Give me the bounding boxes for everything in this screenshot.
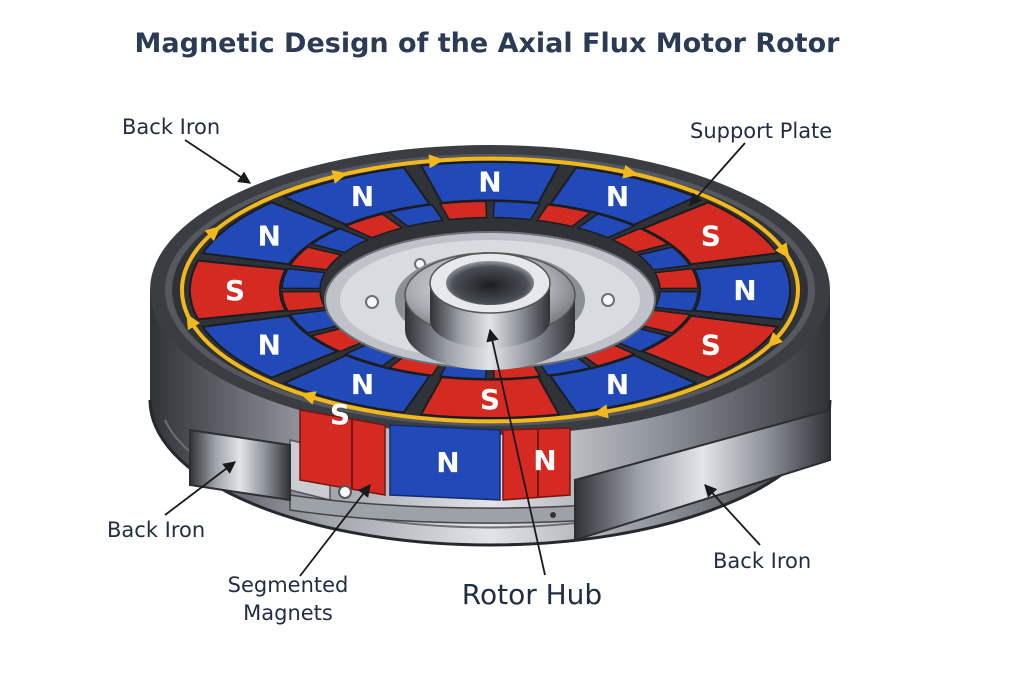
callout-support-plate (689, 142, 746, 206)
pole-label: N (351, 368, 374, 401)
inner-magnet-segment (610, 227, 670, 254)
bolt-hole-icon (365, 295, 379, 309)
magnet-segment (548, 166, 699, 226)
inner-magnet-segment (387, 203, 445, 228)
back-iron-right-block (574, 408, 831, 542)
flux-arrow-icon (204, 225, 221, 242)
magnet-segment (692, 259, 791, 321)
magnet-segment (548, 354, 699, 414)
pole-label: N (351, 180, 374, 213)
cutaway-pole-s: S (330, 398, 350, 431)
pole-label: N (257, 328, 280, 361)
pole-label: N (478, 165, 501, 198)
inner-magnet-segment (576, 213, 637, 239)
label-segmented-magnets-line1: Segmented (228, 573, 349, 597)
inner-magnet-segment (535, 203, 593, 228)
callout-back-iron-top (184, 139, 252, 184)
pole-label: S (225, 274, 245, 307)
magnet-segment (200, 201, 340, 266)
pole-label: N (733, 274, 756, 307)
inner-magnet-segment (310, 227, 370, 254)
pole-label: S (701, 328, 721, 361)
magnet-segment (640, 201, 780, 266)
inner-magnet-segment (653, 267, 699, 290)
callout-back-iron-left (164, 461, 237, 516)
magnet-segment (281, 166, 432, 226)
inner-magnet-segment (343, 213, 404, 239)
flux-arrow-icon (592, 404, 609, 419)
inner-magnet-segment (281, 290, 327, 313)
inner-magnet-segment (281, 267, 327, 290)
label-back-iron-left: Back Iron (107, 518, 205, 542)
bolt-hole-icon (338, 485, 352, 499)
flux-arrow-icon (300, 391, 317, 405)
inner-magnet-segment (637, 246, 692, 271)
magnet-segment (200, 314, 340, 379)
magnet-segment (189, 259, 288, 321)
pole-label: S (480, 383, 500, 416)
flux-arrow-icon (622, 164, 639, 179)
bolt-hole-icon (601, 293, 615, 307)
flux-arrow-icon (428, 154, 445, 169)
label-back-iron-right: Back Iron (713, 549, 811, 573)
inner-magnet-segment (492, 200, 542, 221)
back-iron-left-block (189, 428, 291, 502)
flux-arrow-icon (331, 170, 348, 184)
pole-label: N (257, 220, 280, 253)
label-rotor-hub: Rotor Hub (462, 578, 602, 611)
callout-lines (164, 139, 761, 577)
page-title: Magnetic Design of the Axial Flux Motor … (135, 28, 841, 59)
cutaway-pole-n: N (533, 444, 556, 477)
flux-arrow-icon (186, 313, 201, 331)
magnet-segment (640, 314, 780, 379)
label-segmented-magnets-line2: Magnets (243, 601, 333, 625)
pole-label: N (606, 180, 629, 213)
callout-back-iron-right (704, 484, 761, 546)
pole-label: N (606, 368, 629, 401)
flux-arrow-icon (767, 331, 783, 348)
magnet-segment (419, 376, 561, 419)
callout-rotor-hub (486, 328, 546, 576)
rotor-hub (395, 252, 585, 370)
flux-arrow-icon (775, 242, 790, 259)
segmented-magnets-cutaway: N N S (289, 398, 591, 524)
inner-magnet-segment (288, 246, 343, 271)
flux-ring (180, 156, 800, 424)
magnet-segment (419, 161, 561, 204)
magnet-segment (281, 354, 432, 414)
inner-magnet-segment (653, 290, 699, 313)
label-back-iron-top: Back Iron (122, 115, 220, 139)
inner-magnet-segment (438, 200, 488, 221)
label-support-plate: Support Plate (690, 119, 832, 143)
flux-path (180, 154, 800, 424)
hub-bore (446, 261, 534, 305)
cutaway-pole-n: N (436, 446, 459, 479)
callout-segmented-magnets (299, 484, 371, 577)
pole-label: S (701, 220, 721, 253)
